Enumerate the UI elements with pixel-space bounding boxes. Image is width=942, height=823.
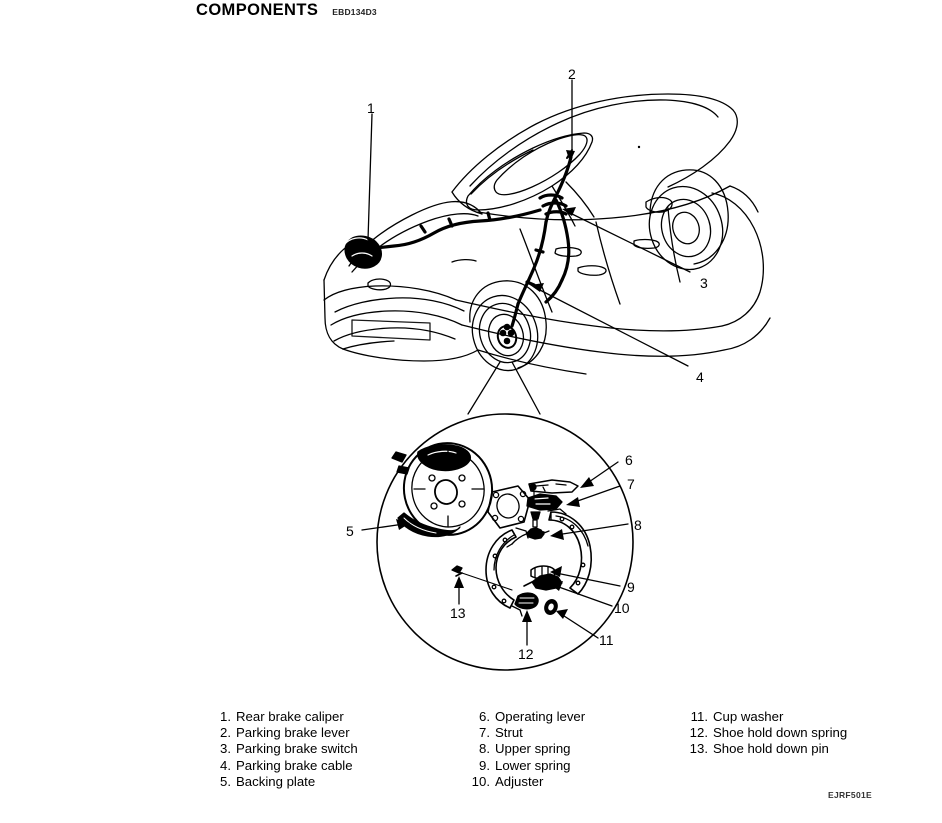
page-title: COMPONENTS [196,1,319,19]
callout-11: 11 [599,632,614,648]
hub-flange-plate [487,485,531,529]
legend-label: Strut [495,725,523,741]
legend-column-1: 1. Rear brake caliper 2. Parking brake l… [207,709,358,790]
legend-number: 11. [690,709,708,724]
legend-number: 2. [220,725,231,741]
legend-number: 5. [220,773,231,789]
callout-9: 9 [627,579,635,595]
callout-1: 1 [367,100,375,116]
legend-item: 13. Shoe hold down pin [684,741,847,757]
legend-item: 5. Backing plate [207,774,358,790]
legend-item: 4. Parking brake cable [207,758,358,774]
parking-brake-cable-system [344,155,573,328]
callout-7: 7 [627,476,635,492]
brake-shoe-lower [485,527,529,617]
legend-column-3: 11. Cup washer 12. Shoe hold down spring… [684,709,848,758]
callout-8: 8 [634,517,642,533]
detail-expansion-lines [467,361,541,415]
legend: 1. Rear brake caliper 2. Parking brake l… [0,709,942,801]
legend-item: 3. Parking brake switch [207,741,358,757]
legend-label: Shoe hold down pin [713,741,829,757]
car-callout-leaders [367,79,691,367]
shoe-hold-down-spring [514,592,539,610]
cup-washer [544,599,558,615]
page-header: COMPONENTS EBD134D3 [196,1,377,21]
upper-spring [506,527,550,548]
legend-label: Backing plate [236,773,316,789]
operating-lever [528,479,579,494]
legend-item: 2. Parking brake lever [207,725,358,741]
legend-number: 7. [479,725,490,741]
legend-item: 12. Shoe hold down spring [684,725,848,741]
legend-label: Lower spring [495,757,571,773]
legend-label: Shoe hold down spring [713,725,848,741]
legend-number: 10. [471,773,490,789]
legend-label: Parking brake lever [236,725,350,741]
legend-number: 13. [689,741,708,757]
legend-label: Parking brake switch [236,741,358,757]
legend-number: 6. [479,709,490,724]
callout-12: 12 [518,646,534,662]
legend-item: 11. Cup washer [684,709,847,725]
legend-item: 1. Rear brake caliper [207,709,358,725]
backing-plate [391,442,494,538]
legend-number: 4. [220,757,231,773]
legend-label: Adjuster [495,773,544,789]
callout-4: 4 [696,369,704,385]
legend-label: Rear brake caliper [236,709,344,724]
legend-number: 12. [689,725,708,741]
legend-label: Parking brake cable [236,757,353,773]
detail-callout-leaders [361,461,629,646]
callout-3: 3 [700,275,708,291]
header-code: EBD134D3 [332,7,377,17]
callout-6: 6 [625,452,633,468]
callout-10: 10 [614,600,630,616]
callout-5: 5 [346,523,354,539]
legend-number: 8. [479,741,490,757]
legend-number: 9. [479,757,490,773]
legend-label: Operating lever [495,709,586,724]
legend-number: 3. [220,741,231,757]
figure-code: EJRF501E [828,790,872,800]
legend-item: 7. Strut [466,725,585,741]
legend-label: Cup washer [713,709,784,724]
legend-number: 1. [220,709,231,724]
legend-item: 9. Lower spring [466,758,585,774]
detail-circle [376,413,634,671]
legend-label: Upper spring [495,741,571,757]
callout-2: 2 [568,66,576,82]
legend-column-2: 6. Operating lever 7. Strut 8. Upper spr… [466,709,586,790]
strut [526,490,563,528]
legend-item: 10. Adjuster [466,774,585,790]
shoe-hold-down-pin [451,565,513,591]
legend-item: 8. Upper spring [466,741,585,757]
legend-item: 6. Operating lever [466,709,585,725]
callout-13: 13 [450,605,466,621]
car-illustration [323,93,771,375]
